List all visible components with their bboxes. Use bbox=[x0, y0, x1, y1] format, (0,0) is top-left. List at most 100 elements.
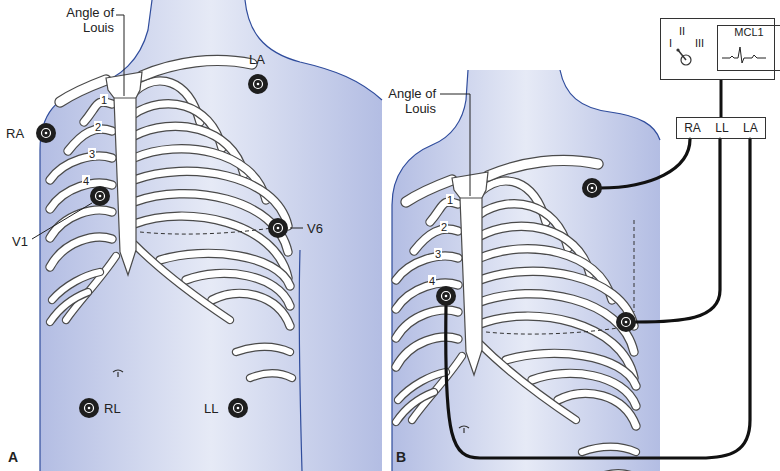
clavicle bbox=[488, 160, 598, 176]
rib-number: 4 bbox=[82, 175, 90, 187]
floating-rib-edge bbox=[236, 347, 290, 352]
sternal-angle bbox=[460, 198, 482, 199]
sternum bbox=[452, 172, 488, 375]
rib-edge bbox=[212, 293, 290, 326]
floating-rib-edge bbox=[250, 374, 292, 379]
rib-number: 3 bbox=[434, 248, 442, 260]
umbilicus bbox=[459, 426, 469, 433]
rib-number: 2 bbox=[94, 121, 102, 133]
floating-rib bbox=[236, 347, 290, 352]
rib-edge bbox=[558, 393, 636, 426]
selector-tip bbox=[676, 48, 679, 51]
panel-letter: A bbox=[8, 450, 18, 465]
umbilicus bbox=[113, 370, 123, 377]
electrode-snap bbox=[591, 187, 594, 190]
electrode-ring bbox=[85, 404, 94, 413]
costal-margin-edge bbox=[134, 244, 230, 320]
electrode-snap bbox=[88, 407, 91, 410]
lead-label: V1 bbox=[12, 234, 28, 249]
electrode-pad bbox=[79, 398, 99, 418]
electrode-ring bbox=[96, 192, 105, 201]
rib-edge bbox=[396, 392, 434, 422]
clavicle bbox=[142, 60, 252, 76]
clavicle-edge bbox=[488, 160, 598, 176]
electrode-pad bbox=[248, 74, 268, 94]
lead-selector: II bbox=[679, 25, 685, 38]
socket-label: LA bbox=[743, 122, 758, 135]
floating-rib-edge bbox=[582, 447, 636, 452]
costal-margin bbox=[480, 344, 576, 420]
cable bbox=[720, 80, 723, 117]
electrode-ring bbox=[442, 292, 451, 301]
rib bbox=[396, 283, 458, 309]
lead-wire bbox=[636, 139, 720, 322]
electrode-snap bbox=[237, 407, 240, 410]
electrode-snap bbox=[277, 227, 280, 230]
floating-rib bbox=[250, 374, 292, 379]
lead-wire bbox=[446, 139, 750, 458]
sternum bbox=[106, 72, 142, 275]
selector-pointer bbox=[678, 50, 686, 60]
rib bbox=[50, 156, 112, 180]
rib-number: 3 bbox=[88, 148, 96, 160]
electrode bbox=[90, 186, 110, 206]
leader-line bbox=[116, 15, 124, 96]
lead-label: Angle of Louis bbox=[374, 86, 436, 116]
electrode-ring bbox=[42, 129, 51, 138]
costal-margin bbox=[412, 356, 462, 420]
rib-edge bbox=[396, 337, 458, 367]
rib-edge bbox=[50, 292, 88, 322]
electrode-snap bbox=[45, 132, 48, 135]
rib-number: 1 bbox=[446, 194, 454, 206]
electrode-pad bbox=[228, 398, 248, 418]
electrode bbox=[79, 398, 99, 418]
lead-label: RL bbox=[104, 401, 121, 416]
screen-box: MCL1 bbox=[717, 25, 780, 71]
rib-number: 2 bbox=[440, 221, 448, 233]
lead-wire bbox=[600, 139, 690, 188]
lead-label: LA bbox=[249, 52, 265, 67]
costal-margin-edge bbox=[480, 344, 576, 420]
rib bbox=[50, 237, 112, 267]
costal-margin-edge bbox=[412, 356, 462, 420]
rib-edge bbox=[50, 237, 112, 267]
rib bbox=[212, 293, 290, 326]
electrode-ring bbox=[622, 318, 631, 327]
electrode-pad bbox=[616, 312, 636, 332]
lead-label: RA bbox=[6, 126, 24, 141]
rib bbox=[50, 183, 112, 209]
electrode-ring bbox=[274, 224, 283, 233]
electrode bbox=[616, 312, 636, 332]
leader-line bbox=[440, 94, 470, 196]
costal-margin bbox=[134, 244, 230, 320]
connector-box: RALLLA bbox=[676, 117, 766, 139]
rib bbox=[558, 393, 636, 426]
rib-cage bbox=[396, 160, 638, 471]
torso-skin bbox=[40, 0, 382, 471]
monitor-box: IIIIIIMCL1 bbox=[660, 18, 775, 80]
lead-label: Angle of Louis bbox=[52, 5, 114, 35]
electrode-ring bbox=[254, 80, 263, 89]
electrode-snap bbox=[625, 321, 628, 324]
arm-outline bbox=[299, 250, 302, 471]
leader-line bbox=[32, 203, 92, 239]
dashed-line bbox=[486, 328, 618, 334]
dashed-line bbox=[140, 228, 272, 234]
rib-edge bbox=[50, 156, 112, 180]
lead-label: V6 bbox=[307, 221, 323, 236]
rib-cage bbox=[50, 60, 292, 378]
electrode-snap bbox=[445, 295, 448, 298]
rib-number: 4 bbox=[428, 275, 436, 287]
ecg-trace bbox=[722, 47, 766, 63]
costal-margin-edge bbox=[66, 256, 116, 320]
rib bbox=[396, 256, 458, 280]
electrode bbox=[436, 286, 456, 306]
lead-selector: III bbox=[695, 37, 704, 50]
electrode bbox=[36, 123, 56, 143]
panel-letter: B bbox=[396, 450, 406, 465]
torso-outline bbox=[392, 70, 660, 471]
socket-label: LL bbox=[715, 122, 728, 135]
